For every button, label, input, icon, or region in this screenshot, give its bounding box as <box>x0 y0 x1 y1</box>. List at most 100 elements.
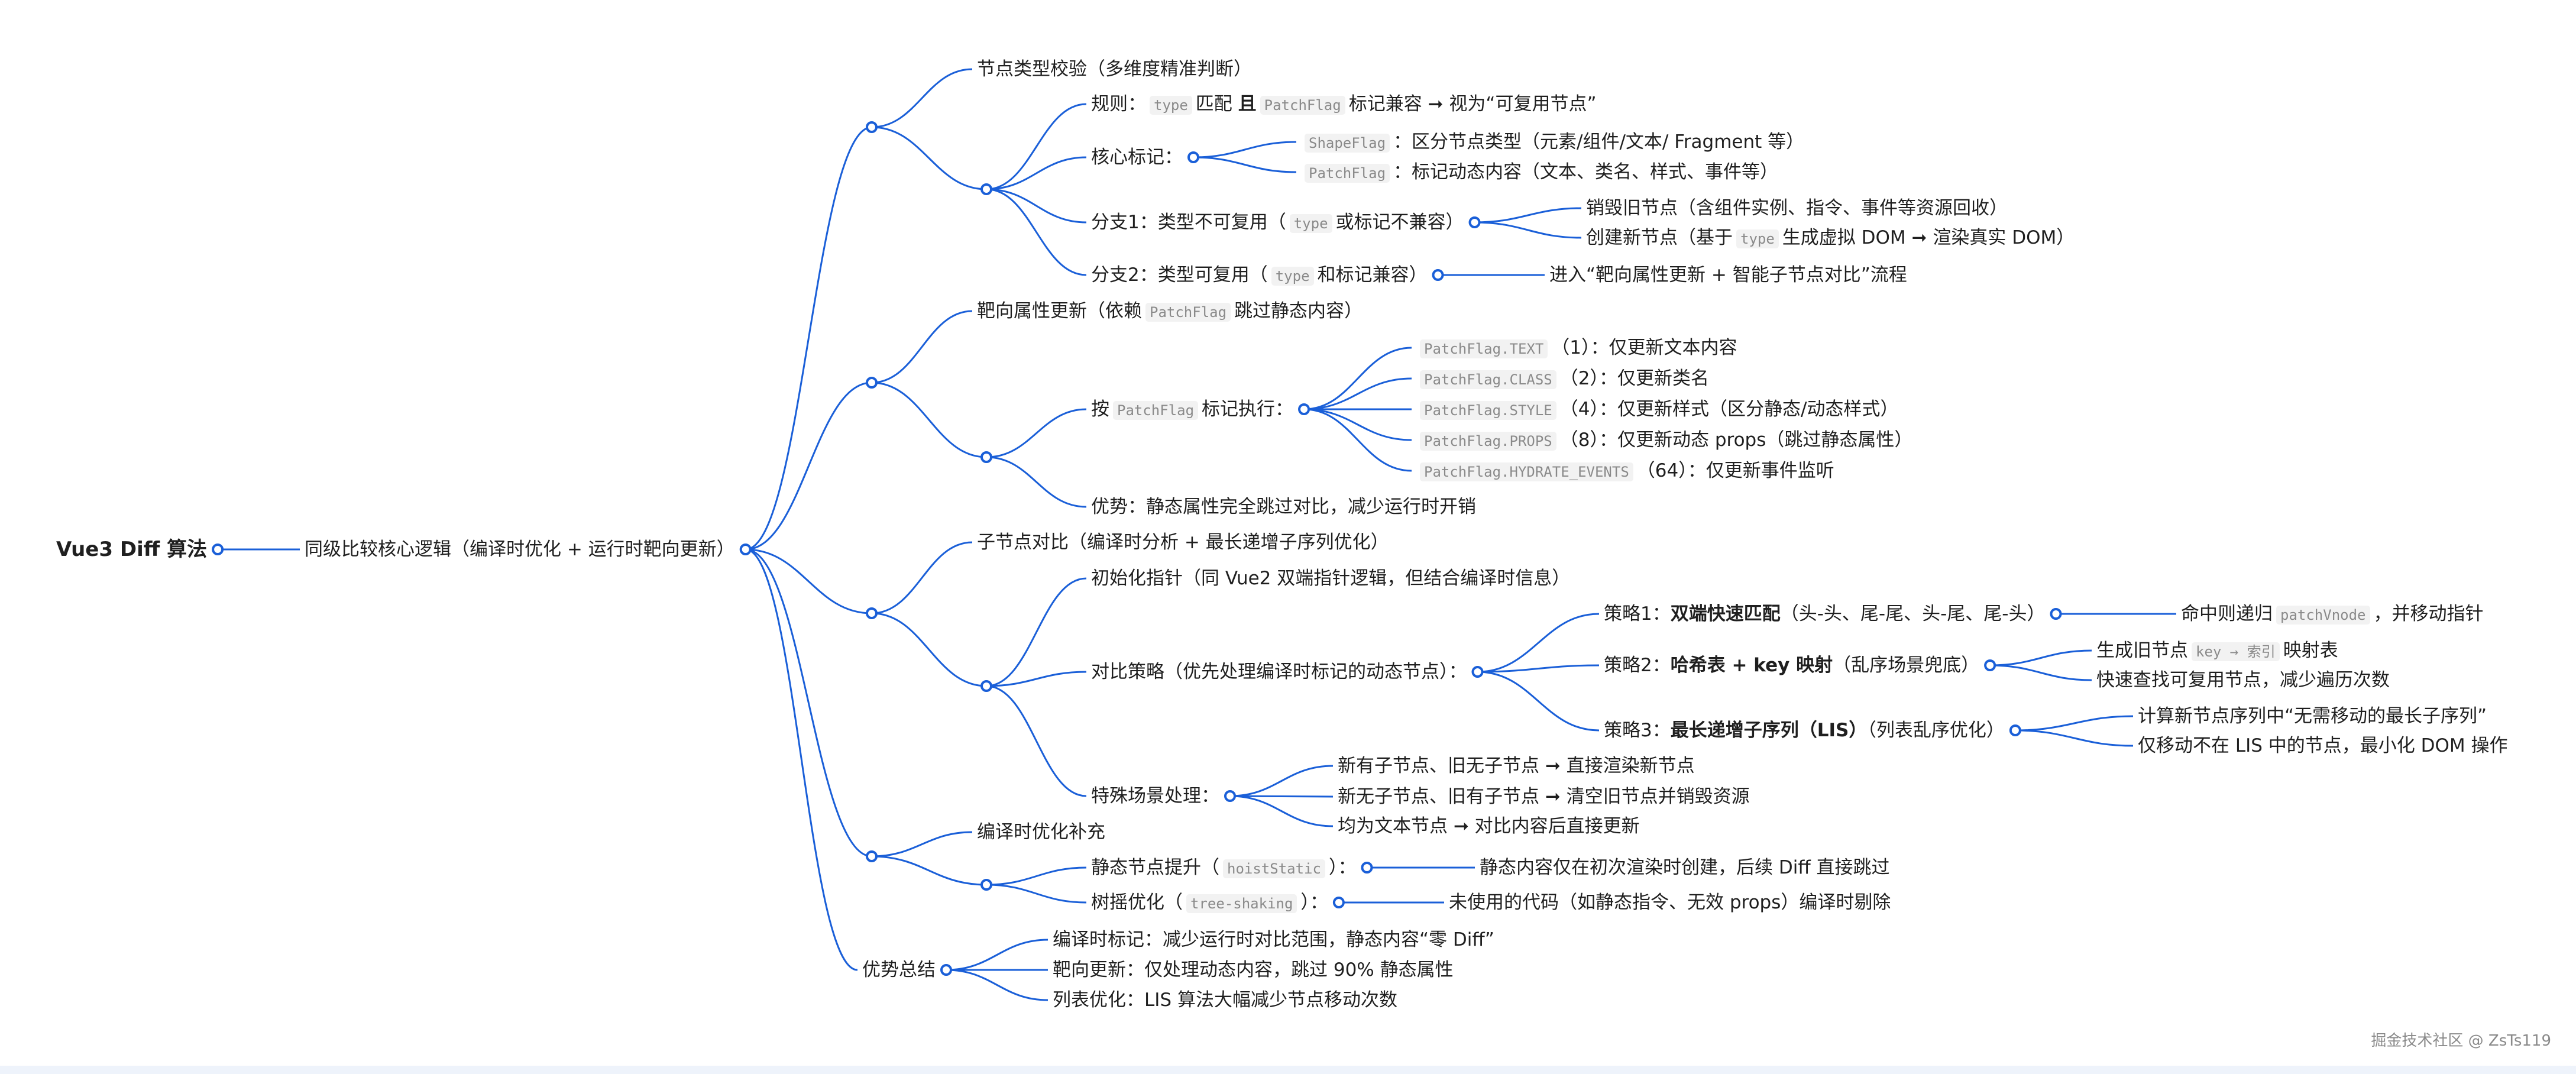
connector-n1-n2 <box>745 126 872 551</box>
node-text: 未使用的代码（如静态指令、无效 props）编译时剔除 <box>1449 892 1891 913</box>
node-text: ）： <box>1300 892 1328 913</box>
connector-n28-n34 <box>1477 671 1600 732</box>
node-text: ：标记动态内容（文本、类名、样式、事件等） <box>1393 161 1779 183</box>
branch-circle-n14[interactable] <box>866 377 878 389</box>
branch-circle-n24[interactable] <box>866 607 878 619</box>
node-text: 仅移动不在 LIS 中的节点，最小化 DOM 操作 <box>2138 735 2508 756</box>
mindmap-node-n18: PatchFlag.TEXT（1）：仅更新文本内容 <box>1416 335 1737 360</box>
inline-code: PatchFlag <box>1113 401 1199 420</box>
connector-n2-n3 <box>871 68 973 128</box>
connector-n17-n19 <box>1304 377 1412 410</box>
branch-circle-n34[interactable] <box>2009 724 2021 736</box>
node-text: 均为文本节点 ➞ 对比内容后直接更新 <box>1338 816 1640 837</box>
inline-code: key → 索引 <box>2192 642 2280 661</box>
footer-band <box>0 1066 2576 1074</box>
node-text: 新有子节点、旧无子节点 ➞ 直接渲染新节点 <box>1338 755 1695 777</box>
node-text: Vue3 Diff 算法 <box>56 538 208 561</box>
connector-n28-n29 <box>1477 613 1600 673</box>
inline-code: type <box>1150 96 1192 115</box>
branch-circle-n1[interactable] <box>739 544 752 555</box>
connector-n43-n44 <box>986 866 1087 886</box>
node-text: 初始化指针（同 Vue2 双端指针逻辑，但结合编译时信息） <box>1091 568 1571 589</box>
mindmap-node-n19: PatchFlag.CLASS（2）：仅更新类名 <box>1416 366 1709 391</box>
mindmap-node-n40: 均为文本节点 ➞ 对比内容后直接更新 <box>1338 814 1640 839</box>
branch-circle-n4[interactable] <box>980 183 992 195</box>
node-text: 同级比较核心逻辑（编译时优化 + 运行时靶向更新） <box>305 539 735 560</box>
inline-code: ShapeFlag <box>1305 134 1390 153</box>
connector-n2-n4 <box>871 126 987 190</box>
connector-n16-n23 <box>986 456 1087 508</box>
node-text: 标记执行： <box>1202 399 1294 420</box>
mindmap-node-n13: 进入“靶向属性更新 + 智能子节点对比”流程 <box>1549 263 1907 287</box>
branch-circle-n48[interactable] <box>940 964 952 976</box>
node-text: 编译时优化补充 <box>977 821 1105 843</box>
watermark: 掘金技术社区 @ ZsTs119 <box>2371 1032 2551 1050</box>
mindmap-node-n45: 静态内容仅在初次渲染时创建，后续 Diff 直接跳过 <box>1480 855 1890 880</box>
branch-circle-n37[interactable] <box>1224 790 1236 802</box>
inline-code: PatchFlag.TEXT <box>1420 339 1548 358</box>
node-text: 生成旧节点 <box>2096 640 2188 661</box>
connector-n28-n31 <box>1477 664 1600 673</box>
inline-code: PatchFlag.CLASS <box>1420 370 1556 389</box>
branch-circle-n41[interactable] <box>866 850 878 862</box>
branch-circle-n26[interactable] <box>980 680 992 692</box>
branch-circle-n9[interactable] <box>1468 216 1481 228</box>
inline-code: PatchFlag.HYDRATE_EVENTS <box>1420 462 1633 481</box>
inline-code: type <box>1289 214 1332 233</box>
node-text: 映射表 <box>2283 640 2338 661</box>
mindmap-node-n10: 销毁旧节点（含组件实例、指令、事件等资源回收） <box>1586 196 2008 221</box>
mindmap-node-n34: 策略3：最长递增子序列（LIS）（列表乱序优化） <box>1604 718 2005 743</box>
mindmap-node-n6: 核心标记： <box>1091 145 1183 170</box>
connector-n37-n38 <box>1229 765 1334 797</box>
node-text: 策略1： <box>1604 603 1671 625</box>
mindmap-node-n51: 列表优化：LIS 算法大幅减少节点移动次数 <box>1053 988 1397 1012</box>
mindmap-node-n8: PatchFlag：标记动态内容（文本、类名、样式、事件等） <box>1301 160 1778 185</box>
mindmap-node-n38: 新有子节点、旧无子节点 ➞ 直接渲染新节点 <box>1338 753 1695 778</box>
connector-n31-n33 <box>1990 664 2092 681</box>
branch-circle-n44[interactable] <box>1361 862 1373 874</box>
branch-circle-n2[interactable] <box>866 121 878 133</box>
branch-circle-n28[interactable] <box>1471 666 1484 678</box>
branch-circle-n31[interactable] <box>1984 659 1996 671</box>
branch-circle-n43[interactable] <box>980 879 992 891</box>
node-text: （列表乱序优化） <box>1867 720 2005 741</box>
connector-n4-n9 <box>986 188 1087 224</box>
mindmap-node-n28: 对比策略（优先处理编译时标记的动态节点）： <box>1091 659 1467 684</box>
inline-code: type <box>1736 229 1779 248</box>
connector-n9-n10 <box>1474 207 1582 224</box>
mindmap-node-n20: PatchFlag.STYLE（4）：仅更新样式（区分静态/动态样式） <box>1416 397 1898 422</box>
branch-circle-n29[interactable] <box>2050 608 2062 620</box>
connector-n17-n22 <box>1304 408 1412 472</box>
node-text: 靶向属性更新（依赖 <box>977 300 1142 322</box>
mindmap-node-n42: 编译时优化补充 <box>977 820 1105 845</box>
inline-code: tree-shaking <box>1186 894 1297 913</box>
node-text: 销毁旧节点（含组件实例、指令、事件等资源回收） <box>1586 198 2008 219</box>
mindmap-node-n31: 策略2：哈希表 + key 映射（乱序场景兜底） <box>1604 653 1979 678</box>
connector-n48-n49 <box>946 939 1048 971</box>
mindmap-node-n46: 树摇优化（tree-shaking）： <box>1091 890 1328 915</box>
inline-code: PatchFlag <box>1145 303 1231 322</box>
node-text: 最长递增子序列（LIS） <box>1670 720 1868 741</box>
branch-circle-n0[interactable] <box>212 544 224 555</box>
mindmap-node-n33: 快速查找可复用节点，减少遍历次数 <box>2096 668 2390 693</box>
connector-n14-n15 <box>871 310 973 384</box>
branch-circle-n46[interactable] <box>1332 897 1345 908</box>
branch-circle-n12[interactable] <box>1432 269 1444 281</box>
node-text: 特殊场景处理： <box>1091 785 1219 807</box>
node-text: 优势总结 <box>862 959 936 981</box>
branch-circle-n16[interactable] <box>980 451 992 463</box>
node-text: 对比策略（优先处理编译时标记的动态节点）： <box>1091 661 1467 682</box>
mindmap-node-n36: 仅移动不在 LIS 中的节点，最小化 DOM 操作 <box>2138 733 2508 758</box>
node-text: 命中则递归 <box>2181 603 2273 625</box>
branch-circle-n17[interactable] <box>1298 403 1310 415</box>
node-text: 且 <box>1238 93 1257 115</box>
connector-n17-n21 <box>1304 408 1412 441</box>
node-text: 新无子节点、旧有子节点 ➞ 清空旧节点并销毁资源 <box>1338 786 1750 807</box>
branch-circle-n6[interactable] <box>1187 151 1199 163</box>
